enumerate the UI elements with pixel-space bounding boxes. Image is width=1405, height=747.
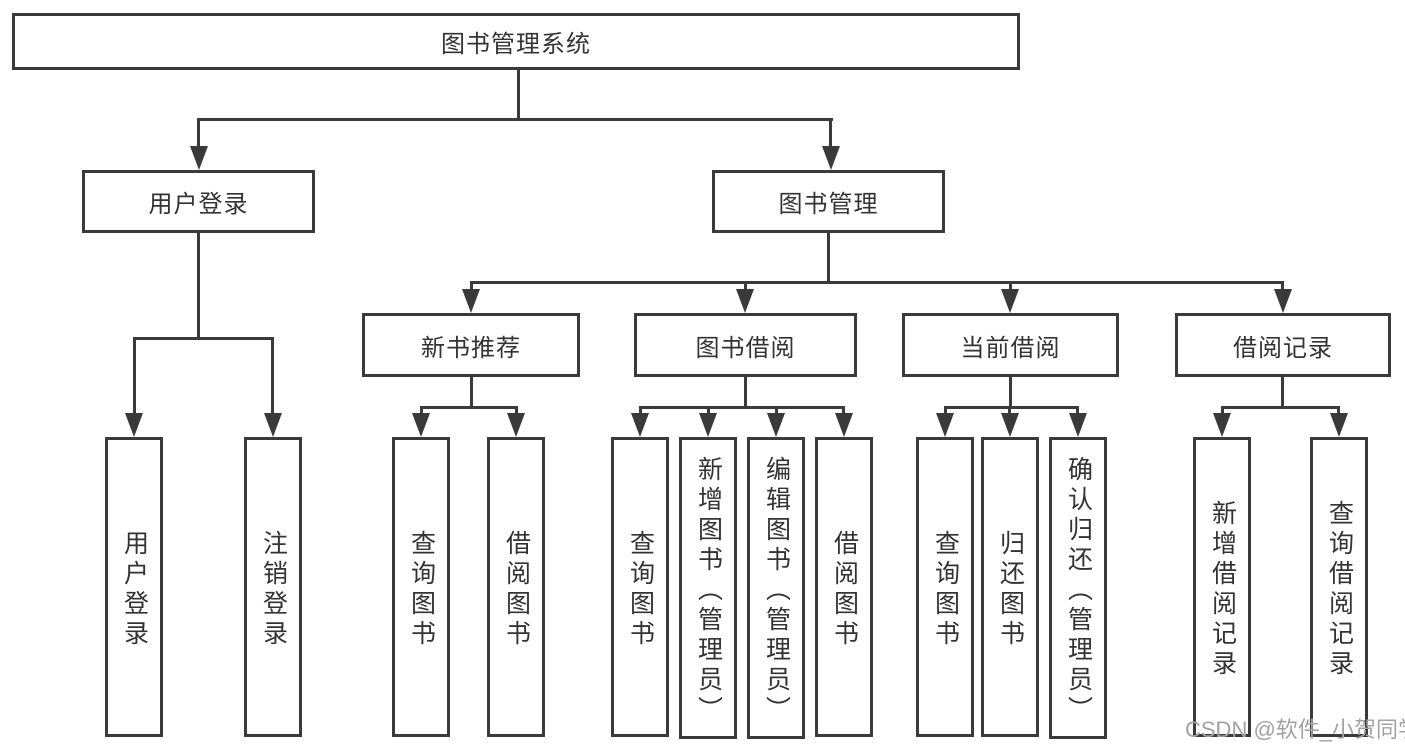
connector-drop (707, 406, 710, 416)
node-book-mgmt: 图书管理 (712, 170, 945, 233)
arrowhead-icon (631, 413, 649, 437)
leaf-newbook-borrow-label: 借阅图书 (502, 529, 531, 650)
leaf-record-add-label: 新增借阅记录 (1208, 499, 1237, 680)
node-current-borrow-label: 当前借阅 (960, 334, 1061, 362)
leaf-logout-label: 注销登录 (259, 529, 288, 650)
leaf-user-login-label: 用户登录 (120, 529, 149, 650)
leaf-current-query: 查询图书 (916, 437, 974, 737)
leaf-borrow-add-label: 新增图书（管理员） (694, 455, 723, 726)
leaf-record-add: 新增借阅记录 (1193, 437, 1251, 737)
arrowhead-icon (1069, 413, 1087, 437)
leaf-borrow-borrow-label: 借阅图书 (830, 529, 859, 650)
leaf-newbook-query-label: 查询图书 (407, 529, 436, 650)
node-new-book-rec-label: 新书推荐 (421, 334, 521, 362)
leaf-logout: 注销登录 (244, 437, 302, 737)
arrowhead-icon (1213, 413, 1231, 437)
connector-drop (639, 406, 642, 416)
arrowhead-icon (1330, 413, 1348, 437)
leaf-newbook-query: 查询图书 (392, 437, 450, 737)
connector-drop (420, 406, 423, 416)
node-new-book-rec: 新书推荐 (362, 313, 580, 377)
connector-drop (1008, 406, 1011, 416)
connector-currentborrow-rail (944, 406, 1079, 409)
leaf-record-query: 查询借阅记录 (1310, 437, 1368, 737)
connector-drop (744, 281, 747, 293)
node-root: 图书管理系统 (12, 13, 1020, 70)
connector-drop (842, 406, 845, 416)
leaf-newbook-borrow: 借阅图书 (487, 437, 545, 737)
node-borrow-record: 借阅记录 (1175, 313, 1391, 377)
connector-bookborrow-rail (639, 406, 845, 409)
arrowhead-icon (1001, 413, 1019, 437)
node-book-borrow-label: 图书借阅 (695, 334, 796, 362)
leaf-borrow-query-label: 查询图书 (626, 529, 655, 650)
connector-root-rail (197, 118, 833, 121)
leaf-current-return-label: 归还图书 (996, 529, 1025, 650)
connector-drop (133, 337, 136, 415)
connector-bookmgmt-stem (827, 233, 830, 283)
arrowhead-icon (125, 413, 143, 437)
connector-drop (515, 406, 518, 416)
connector-drop (271, 337, 274, 415)
connector-userlogin-rail (133, 337, 274, 340)
arrowhead-icon (190, 146, 208, 170)
connector-drop (1337, 406, 1340, 416)
connector-borrowrecord-rail (1221, 406, 1340, 409)
connector-drop (1076, 406, 1079, 416)
leaf-borrow-edit-label: 编辑图书（管理员） (762, 455, 791, 726)
node-book-mgmt-label: 图书管理 (778, 191, 879, 218)
arrowhead-icon (412, 413, 430, 437)
leaf-record-query-label: 查询借阅记录 (1325, 499, 1354, 680)
connector-root-stem (517, 70, 520, 118)
watermark-text: CSDN @软件_小贺同学 (1185, 717, 1405, 742)
connector-userlogin-drop (197, 118, 200, 148)
connector-drop (775, 406, 778, 416)
leaf-borrow-edit: 编辑图书（管理员） (747, 437, 805, 739)
connector-drop (1009, 281, 1012, 293)
arrowhead-icon (767, 413, 785, 437)
arrowhead-icon (1001, 289, 1019, 313)
connector-bookmgmt-rail (470, 281, 1284, 284)
connector-bookborrow-stem (744, 377, 747, 408)
arrowhead-icon (822, 146, 840, 170)
node-root-label: 图书管理系统 (441, 31, 591, 58)
arrowhead-icon (699, 413, 717, 437)
arrowhead-icon (264, 413, 282, 437)
arrowhead-icon (835, 413, 853, 437)
connector-drop (1281, 281, 1284, 293)
connector-bookmgmt-drop (829, 118, 832, 148)
leaf-borrow-borrow: 借阅图书 (815, 437, 873, 737)
connector-userlogin-stem (197, 233, 200, 340)
arrowhead-icon (936, 413, 954, 437)
arrowhead-icon (1274, 289, 1292, 313)
leaf-current-return: 归还图书 (981, 437, 1039, 737)
node-current-borrow: 当前借阅 (902, 313, 1119, 377)
connector-currentborrow-stem (1009, 377, 1012, 408)
leaf-borrow-query: 查询图书 (611, 437, 669, 737)
arrowhead-icon (736, 289, 754, 313)
leaf-user-login: 用户登录 (105, 437, 163, 737)
connector-newbookrec-rail (420, 406, 518, 409)
leaf-borrow-add: 新增图书（管理员） (679, 437, 737, 739)
node-borrow-record-label: 借阅记录 (1233, 334, 1333, 362)
node-user-login-label: 用户登录 (148, 191, 249, 218)
arrowhead-icon (462, 289, 480, 313)
connector-drop (944, 406, 947, 416)
leaf-current-confirm-label: 确认归还（管理员） (1064, 455, 1093, 726)
connector-drop (1221, 406, 1224, 416)
leaf-current-query-label: 查询图书 (931, 529, 960, 650)
connector-newbookrec-stem (470, 377, 473, 408)
connector-borrowrecord-stem (1281, 377, 1284, 408)
node-user-login: 用户登录 (82, 170, 315, 233)
node-book-borrow: 图书借阅 (634, 313, 857, 377)
leaf-current-confirm: 确认归还（管理员） (1049, 437, 1107, 739)
connector-drop (470, 281, 473, 293)
arrowhead-icon (507, 413, 525, 437)
